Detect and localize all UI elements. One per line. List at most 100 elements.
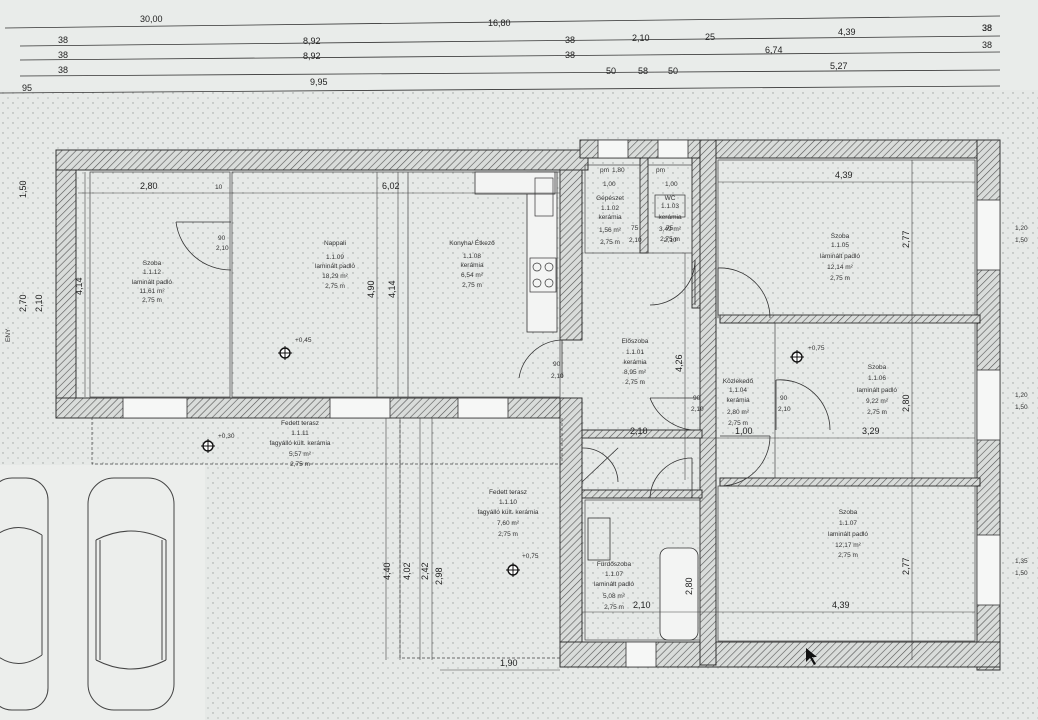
svg-text:Előszoba: Előszoba [622, 338, 649, 345]
svg-text:laminált padló: laminált padló [857, 387, 897, 394]
dim-h-414: 4,14 [74, 277, 84, 295]
small-dim-100-b: 1,00 [665, 181, 678, 188]
svg-text:1.1.10: 1.1.10 [499, 499, 517, 506]
dim-hall-small: 1,00 [735, 426, 753, 436]
door-5-height: 2,10 [629, 237, 642, 244]
svg-text:2,75 m: 2,75 m [660, 236, 680, 243]
svg-text:Közlekedő: Közlekedő [723, 378, 754, 385]
svg-text:1.1.04: 1.1.04 [729, 387, 747, 394]
svg-text:1.1.07: 1.1.07 [605, 571, 623, 578]
door-1-height: 2,10 [216, 245, 229, 252]
svg-text:18,29 m²: 18,29 m² [322, 273, 348, 280]
svg-text:1.1.06: 1.1.06 [868, 375, 886, 382]
dim-r4-58: 58 [638, 66, 648, 76]
svg-text:WC: WC [665, 195, 676, 202]
window-labels: 1,20 1,50 1,20 1,50 1,35 1,50 [1015, 225, 1028, 577]
room-wc: WC 1.1.03 kerámia 3,49 m² 2,75 m [658, 195, 682, 243]
dim-16-80: 16,80 [488, 18, 511, 28]
dim-west-wall: 10 [215, 184, 223, 191]
svg-text:Fürdőszoba: Fürdőszoba [597, 561, 632, 568]
dim-h-426: 4,26 [674, 354, 684, 372]
misc-labels: pm pm 1,80 1,00 1,00 ENY [5, 167, 678, 342]
svg-text:2,75 m: 2,75 m [142, 297, 162, 304]
dim-r2-38b: 38 [565, 35, 575, 45]
svg-text:Szoba: Szoba [143, 260, 162, 267]
svg-text:Gépészet: Gépészet [596, 195, 624, 202]
top-dimensions: 30,00 16,80 38 38 8,92 38 2,10 25 4,39 3… [22, 14, 992, 93]
svg-text:Konyha/ Étkező: Konyha/ Étkező [449, 238, 495, 247]
door-4-width: 90 [780, 395, 788, 402]
dim-38-a: 38 [982, 23, 992, 33]
svg-text:2,75 m: 2,75 m [498, 531, 518, 538]
svg-text:2,75 m: 2,75 m [462, 282, 482, 289]
svg-text:2,75 m: 2,75 m [325, 283, 345, 290]
dim-h-277b: 2,77 [901, 557, 911, 575]
svg-text:11,61 m²: 11,61 m² [139, 288, 165, 295]
svg-text:3,49 m²: 3,49 m² [659, 226, 682, 233]
level-terrace-right: +0,75 [522, 553, 539, 560]
door-3-width: 90 [693, 395, 701, 402]
svg-text:8,95 m²: 8,95 m² [624, 369, 647, 376]
svg-text:7,60 m²: 7,60 m² [497, 520, 520, 527]
room-szoba-1106: Szoba 1.1.06 laminált padló 9,22 m² 2,75… [857, 364, 897, 416]
level-room: +0,75 [808, 345, 825, 352]
dim-r2-38c: 38 [982, 23, 992, 33]
dim-r3-38b: 38 [565, 50, 575, 60]
room-fedett-terasz-1111: Fedett terasz 1.1.11 fagyálló kült. kerá… [269, 420, 330, 468]
room-furdoszoba: Fürdőszoba 1.1.07 laminált padló 5,08 m²… [594, 561, 634, 611]
svg-text:1.1.07: 1.1.07 [839, 520, 857, 527]
interior-dimensions: 2,80 10 6,02 4,39 3,29 4,39 2,10 1,00 2,… [18, 170, 911, 668]
room-gepeszet: Gépészet 1.1.02 kerámia 1,56 m² 2,75 m [596, 195, 624, 246]
car-right [87, 477, 175, 711]
door-1-width: 90 [218, 235, 226, 242]
dim-h-210: 2,10 [34, 294, 44, 312]
dim-terrace: 1,90 [500, 658, 518, 668]
room-labels: Szoba 1.1.12 laminált padló 11,61 m² 2,7… [132, 195, 897, 611]
top-dimension-lines [0, 15, 1001, 94]
svg-text:laminált padló: laminált padló [828, 531, 868, 538]
svg-text:kerámia: kerámia [460, 262, 484, 269]
window-2-width: 1,20 [1015, 392, 1028, 399]
dim-r3-38c: 38 [982, 40, 992, 50]
svg-text:1.1.01: 1.1.01 [626, 349, 644, 356]
svg-text:1.1.12: 1.1.12 [143, 269, 161, 276]
room-szoba-1105: Szoba 1.1.05 laminált padló 12,14 m² 2,7… [820, 233, 860, 282]
svg-text:Szoba: Szoba [839, 509, 858, 516]
car-left [0, 477, 49, 711]
level-markers: +0,45 +0,30 +0,75 +0,75 [201, 337, 825, 577]
door-6-width: 75 [666, 225, 674, 232]
svg-text:Fedett terasz: Fedett terasz [489, 489, 527, 496]
dim-bath: 2,10 [633, 600, 651, 610]
svg-text:Nappali: Nappali [324, 240, 346, 247]
window-3-height: 1,50 [1015, 570, 1028, 577]
svg-text:2,80 m²: 2,80 m² [727, 409, 750, 416]
svg-text:12,17 m²: 12,17 m² [835, 542, 861, 549]
dim-living-kitchen: 6,02 [382, 181, 400, 191]
dim-r4-50b: 50 [668, 66, 678, 76]
dim-r3-892: 8,92 [303, 51, 321, 61]
windows [122, 139, 1001, 668]
dim-hall: 2,10 [630, 426, 648, 436]
door-2-width: 90 [553, 361, 561, 368]
dim-r5-95: 95 [22, 83, 32, 93]
svg-text:laminált padló: laminált padló [820, 253, 860, 260]
dim-h-150: 1,50 [18, 180, 28, 198]
svg-text:1.1.02: 1.1.02 [601, 205, 619, 212]
svg-text:kerámia: kerámia [623, 359, 647, 366]
svg-text:Szoba: Szoba [831, 233, 850, 240]
dim-r2-439: 4,39 [838, 27, 856, 37]
svg-text:2,75 m: 2,75 m [600, 239, 620, 246]
small-dim-180: 1,80 [612, 167, 625, 174]
svg-text:1.1.11: 1.1.11 [291, 430, 309, 437]
svg-text:kerámia: kerámia [598, 214, 622, 221]
dim-h-440: 4,40 [382, 562, 392, 580]
svg-text:1.1.09: 1.1.09 [326, 254, 344, 261]
svg-text:5,08 m²: 5,08 m² [603, 593, 626, 600]
svg-text:fagyálló kült. kerámia: fagyálló kült. kerámia [477, 509, 538, 516]
dim-r4-50a: 50 [606, 66, 616, 76]
interior-dimension-lines [78, 160, 975, 671]
dim-h-402: 4,02 [402, 562, 412, 580]
level-living: +0,45 [295, 337, 312, 344]
parking-area [0, 465, 205, 720]
svg-text:kerámia: kerámia [726, 397, 750, 404]
